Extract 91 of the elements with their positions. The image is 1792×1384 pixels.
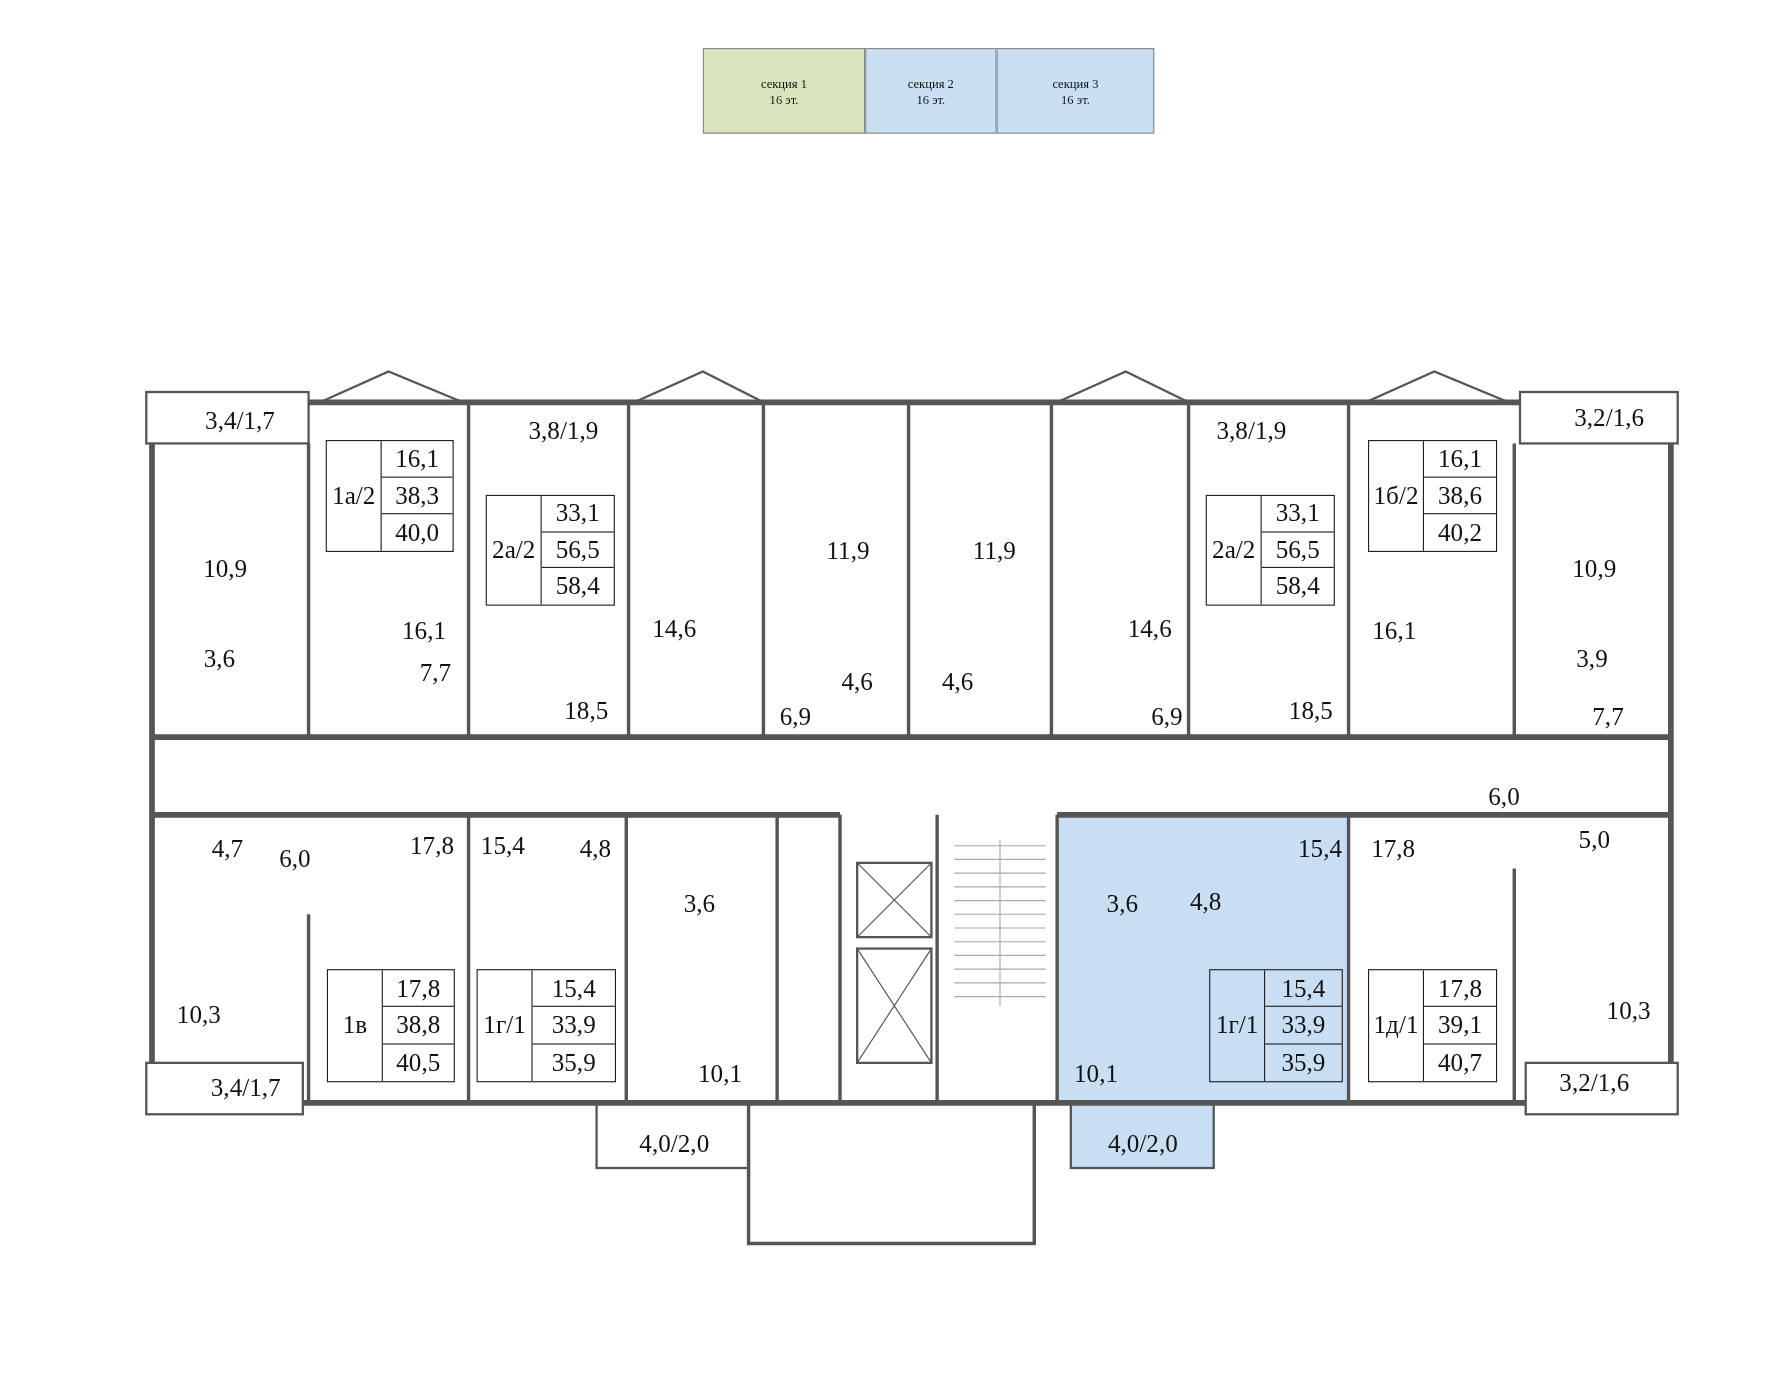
apartment-info-table (325, 440, 454, 552)
area-value: 40,5 (395, 1046, 442, 1079)
room-area-label: 10,1 (1074, 1060, 1118, 1088)
room-area-label: 7,7 (1592, 702, 1624, 731)
apartment-code: 1а/2 (326, 441, 382, 551)
section-name: секция 2 (907, 75, 954, 91)
apartment-info-table (1205, 494, 1335, 606)
room-area-label: 4,6 (942, 668, 974, 696)
area-value: 39,1 (1424, 1007, 1496, 1045)
room-area-label: 10,3 (176, 1001, 221, 1029)
room-area-label: 10,9 (1572, 555, 1617, 583)
room-area-label: 10,9 (203, 555, 248, 583)
area-value: 38,3 (381, 477, 453, 515)
floor-count: 16 эт. (769, 91, 799, 107)
room-area-label: 15,4 (1298, 835, 1342, 863)
room-area-label: 3,6 (203, 645, 236, 674)
apartment-info-table (1368, 969, 1498, 1083)
area-value: 15,4 (532, 970, 615, 1008)
apartment-code: 1б/2 (1369, 441, 1424, 551)
room-area-label: 4,8 (1190, 888, 1222, 916)
floor-count: 16 эт. (1061, 91, 1090, 107)
room-area-label: 4,6 (841, 668, 873, 696)
room-area-label: 18,5 (1288, 697, 1333, 725)
room-area-label: 17,8 (410, 832, 454, 860)
section-block (996, 48, 1155, 134)
apartment-info-table (1209, 969, 1343, 1083)
balcony-area-label: 4,0/2,0 (1107, 1130, 1178, 1158)
area-value: 56,5 (541, 532, 614, 569)
area-value: 38,8 (382, 1007, 454, 1045)
room-area-label: 10,3 (1606, 997, 1651, 1026)
area-value: 17,8 (1424, 970, 1496, 1008)
floor-count: 16 эт. (916, 91, 946, 107)
area-value: 16,1 (381, 441, 453, 478)
apartment-info-table (326, 969, 455, 1083)
section-name: секция 3 (1052, 75, 1099, 91)
room-area-label: 7,7 (419, 659, 452, 687)
apartment-code: 1д/1 (1369, 970, 1424, 1082)
room-area-label: 17,8 (1371, 835, 1416, 863)
balcony-area-label: 4,0/2,0 (639, 1130, 710, 1158)
room-area-label: 6,9 (1151, 702, 1183, 731)
room-area-label: 4,7 (211, 835, 244, 863)
room-area-label: 6,0 (1488, 782, 1520, 811)
area-value: 58,4 (554, 570, 601, 603)
apartment-info-table (1368, 440, 1498, 552)
room-area-label: 14,6 (652, 614, 697, 643)
section-block (865, 48, 997, 134)
room-area-label: 16,1 (402, 617, 446, 645)
apartment-code: 2а/2 (1206, 496, 1262, 605)
area-value: 17,8 (382, 970, 454, 1008)
room-area-label: 16,1 (1372, 617, 1417, 645)
balcony-area-label: 3,2/1,6 (1559, 1069, 1630, 1098)
area-value: 38,6 (1424, 477, 1496, 515)
area-value: 56,5 (1261, 532, 1334, 569)
area-value: 40,0 (394, 516, 441, 549)
room-area-label: 18,5 (564, 697, 609, 725)
balcony-area-label: 3,8/1,9 (528, 417, 599, 445)
area-value: 33,1 (1261, 496, 1334, 533)
balcony-area-label: 3,8/1,9 (1216, 417, 1287, 445)
apartment-info-table (485, 494, 615, 606)
room-area-label: 11,9 (972, 537, 1016, 565)
room-area-label: 10,1 (698, 1060, 742, 1088)
room-area-label: 5,0 (1578, 826, 1610, 854)
area-value: 16,1 (1424, 441, 1496, 478)
section-block (702, 48, 866, 134)
balcony-area-label: 3,2/1,6 (1574, 404, 1645, 432)
room-area-label: 6,0 (279, 845, 311, 874)
area-value: 33,1 (541, 496, 614, 533)
room-area-label: 3,9 (1576, 645, 1608, 674)
area-value: 15,4 (1265, 970, 1342, 1008)
apartment-code: 1в (328, 970, 383, 1082)
section-name: секция 1 (760, 75, 808, 91)
area-value: 40,2 (1437, 516, 1483, 549)
area-value: 35,9 (550, 1046, 597, 1079)
balcony-area-label: 3,4/1,7 (205, 406, 275, 435)
area-value: 33,9 (1265, 1007, 1342, 1045)
balcony-area-label: 3,4/1,7 (210, 1074, 281, 1102)
room-area-label: 15,4 (480, 832, 525, 860)
room-area-label: 6,9 (779, 702, 812, 731)
room-area-label: 11,9 (826, 537, 870, 565)
area-value: 35,9 (1280, 1046, 1327, 1079)
room-area-label: 3,6 (1106, 890, 1138, 918)
apartment-info-table (476, 969, 616, 1083)
apartment-code: 1г/1 (1210, 970, 1266, 1082)
area-value: 33,9 (532, 1007, 615, 1045)
apartment-code: 2а/2 (486, 496, 542, 605)
room-area-label: 14,6 (1127, 614, 1172, 643)
room-area-label: 3,6 (683, 890, 716, 918)
area-value: 58,4 (1274, 570, 1321, 603)
room-area-label: 4,8 (579, 835, 612, 863)
area-value: 40,7 (1437, 1046, 1483, 1079)
apartment-code: 1г/1 (477, 970, 533, 1082)
